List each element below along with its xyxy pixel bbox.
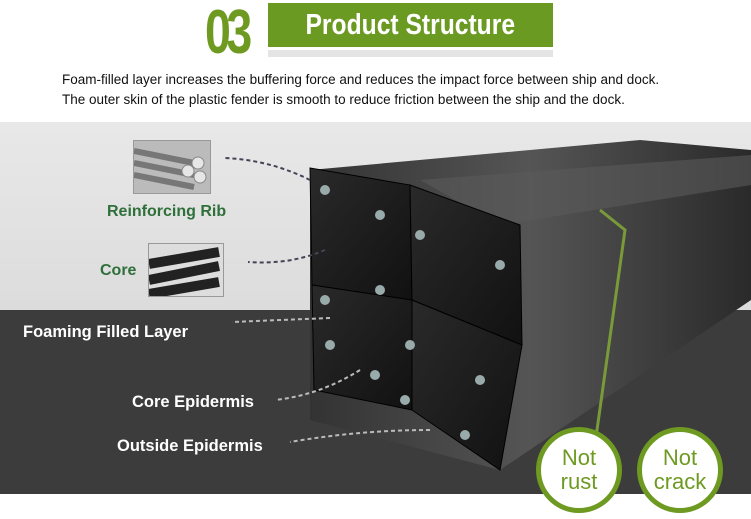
label-core-epidermis: Core Epidermis [132,393,254,411]
fender-end-4 [411,299,523,471]
pointer-arrows [224,157,431,443]
badge-line-2: rust [560,469,598,494]
label-reinforcing-rib: Reinforcing Rib [107,203,227,220]
strap [588,208,627,481]
core-photo [148,243,224,297]
description-line-1: Foam-filled layer increases the bufferin… [62,72,660,87]
badge-line-2: crack [653,469,707,494]
section-title: Product Structure [268,3,553,47]
section-title-text: Product Structure [305,9,516,41]
label-foaming-filled-layer: Foaming Filled Layer [23,323,189,341]
title-underline [268,50,553,57]
description-line-2: The outer skin of the plastic fender is … [62,92,625,107]
label-core: Core [100,262,137,279]
label-outside-epidermis: Outside Epidermis [117,437,263,455]
bolts [320,185,505,440]
section-number: 03 [205,0,252,67]
reinforcing-rib-photo [133,140,211,194]
badge-line-1: Not [662,445,698,470]
badge-line-1: Not [561,445,597,470]
